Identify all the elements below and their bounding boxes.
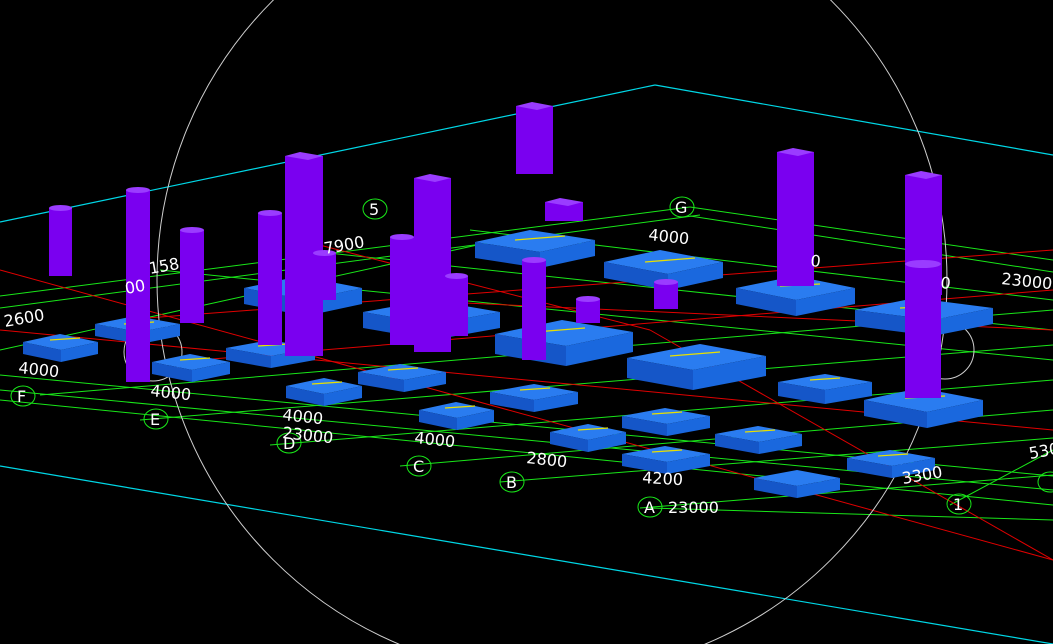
column[interactable] [313,250,336,300]
footing[interactable] [736,276,855,316]
grid-label-G: G [675,198,687,217]
column[interactable] [258,210,282,345]
grid-label-A: A [644,498,655,517]
dimension-label: 158 [147,254,180,278]
dimension-label: 23000 [1001,269,1053,293]
grid-bubbles [10,196,1053,518]
footing[interactable] [495,320,633,366]
dimension-label: 2800 [526,448,568,471]
dimension-label: 4000 [414,428,456,451]
dimension-label: 4000 [282,405,324,428]
column[interactable] [522,257,546,360]
dimension-label: 0 [810,251,822,271]
column[interactable] [126,187,150,382]
grid-label-C: C [413,457,424,476]
column[interactable] [445,273,468,336]
column[interactable] [180,227,204,323]
footing[interactable] [152,354,230,382]
dimension-label: 4000 [18,358,60,381]
dimension-label: 4000 [648,225,690,248]
dimension-label: 4200 [642,468,684,489]
column[interactable] [49,205,72,276]
grid-label-5: 5 [369,200,379,219]
navigation-sphere[interactable] [123,0,975,644]
grid-label-1: 1 [953,495,963,514]
dimension-label: 7900 [322,232,365,258]
dimension-label: 00 [123,276,146,298]
column[interactable] [516,102,553,174]
footing[interactable] [419,402,494,430]
footing[interactable] [622,446,710,474]
dimension-label: 4000 [150,381,192,404]
grid-label-D: D [283,434,295,453]
footing[interactable] [622,408,710,436]
footing[interactable] [754,470,840,498]
footing[interactable] [490,384,578,412]
column[interactable] [576,296,600,323]
footing[interactable] [358,364,446,392]
dimension-label: 23000 [668,498,719,517]
dimension-label: 2600 [2,305,45,331]
dimension-label: 0 [940,273,952,293]
column[interactable] [777,148,814,286]
footing[interactable] [286,378,362,406]
footing[interactable] [847,450,935,478]
footing[interactable] [604,250,723,290]
footing[interactable] [778,374,872,404]
footing[interactable] [715,426,802,454]
column[interactable] [545,198,583,221]
column[interactable] [654,279,678,309]
grid-label-B: B [506,473,517,492]
column[interactable] [414,174,451,352]
columns [49,102,942,398]
column[interactable] [390,234,414,345]
grid-label-F: F [17,387,26,406]
grid-axis-labels: 5 G 1 A B C D E F [17,198,963,517]
footing[interactable] [864,388,983,428]
footing[interactable] [23,334,98,362]
footing[interactable] [627,344,766,390]
grid-label-E: E [150,410,160,429]
dimension-label: 530 [1027,439,1053,463]
column[interactable] [905,260,941,398]
